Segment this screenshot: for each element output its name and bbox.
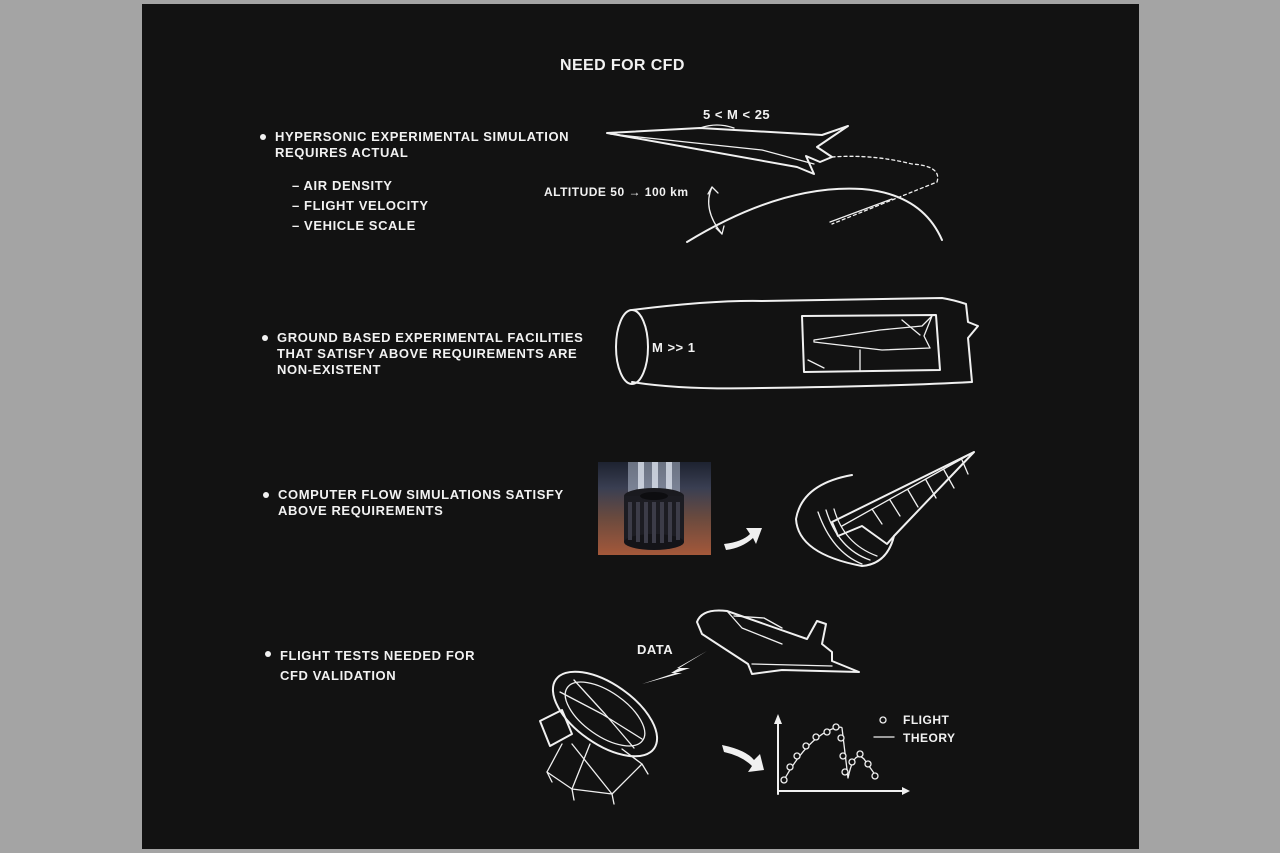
altitude-label: ALTITUDE 50 → 100 km xyxy=(544,185,688,199)
hypersonic-aircraft-icon xyxy=(606,124,943,243)
list-item: – FLIGHT VELOCITY xyxy=(292,198,429,213)
radar-dish-icon xyxy=(539,670,659,805)
bullet-line: COMPUTER FLOW SIMULATIONS SATISFY xyxy=(278,487,564,502)
arrow-icon xyxy=(722,745,764,772)
mach-range-label: 5 < M < 25 xyxy=(703,107,770,122)
data-label: DATA xyxy=(637,642,673,657)
bullet-hypersonic: HYPERSONIC EXPERIMENTAL SIMULATION REQUI… xyxy=(259,129,570,161)
bullet-line: CFD VALIDATION xyxy=(280,668,397,683)
legend-theory-label: THEORY xyxy=(903,731,956,745)
wind-tunnel-icon xyxy=(615,297,979,390)
bullet-flight-tests: FLIGHT TESTS NEEDED FOR CFD VALIDATION xyxy=(264,646,476,686)
bullet-line: THAT SATISFY ABOVE REQUIREMENTS ARE xyxy=(277,346,578,361)
bullet-line: REQUIRES ACTUAL xyxy=(275,145,409,160)
slide: NEED FOR CFD HYPERSONIC EXPERIMENTAL SIM… xyxy=(142,4,1139,849)
list-item: – VEHICLE SCALE xyxy=(292,218,416,233)
flow-field-icon xyxy=(795,451,975,567)
space-shuttle-icon xyxy=(696,609,860,675)
legend-flight-label: FLIGHT xyxy=(903,713,949,727)
bullet-line: ABOVE REQUIREMENTS xyxy=(278,503,444,518)
supercomputer-photo xyxy=(598,462,711,555)
list-item: – AIR DENSITY xyxy=(292,178,393,193)
bullet-line: HYPERSONIC EXPERIMENTAL SIMULATION xyxy=(275,129,570,144)
page-title: NEED FOR CFD xyxy=(560,57,685,74)
bullet-computer-simulation: COMPUTER FLOW SIMULATIONS SATISFY ABOVE … xyxy=(263,487,564,519)
requirements-list: – AIR DENSITY – FLIGHT VELOCITY – VEHICL… xyxy=(292,176,429,236)
validation-plot-icon xyxy=(774,714,910,795)
bullet-line: NON-EXISTENT xyxy=(277,362,381,377)
arrow-icon xyxy=(724,528,762,550)
tunnel-mach-label: M >> 1 xyxy=(652,340,695,355)
illustrations: 5 < M < 25 ALTITUDE 50 → 100 km M >> 1 xyxy=(539,107,979,805)
legend-flight-marker xyxy=(879,716,887,724)
bullet-ground-facilities: GROUND BASED EXPERIMENTAL FACILITIES THA… xyxy=(261,330,584,378)
bullet-line: FLIGHT TESTS NEEDED FOR xyxy=(280,648,476,663)
bullet-line: GROUND BASED EXPERIMENTAL FACILITIES xyxy=(277,330,584,345)
